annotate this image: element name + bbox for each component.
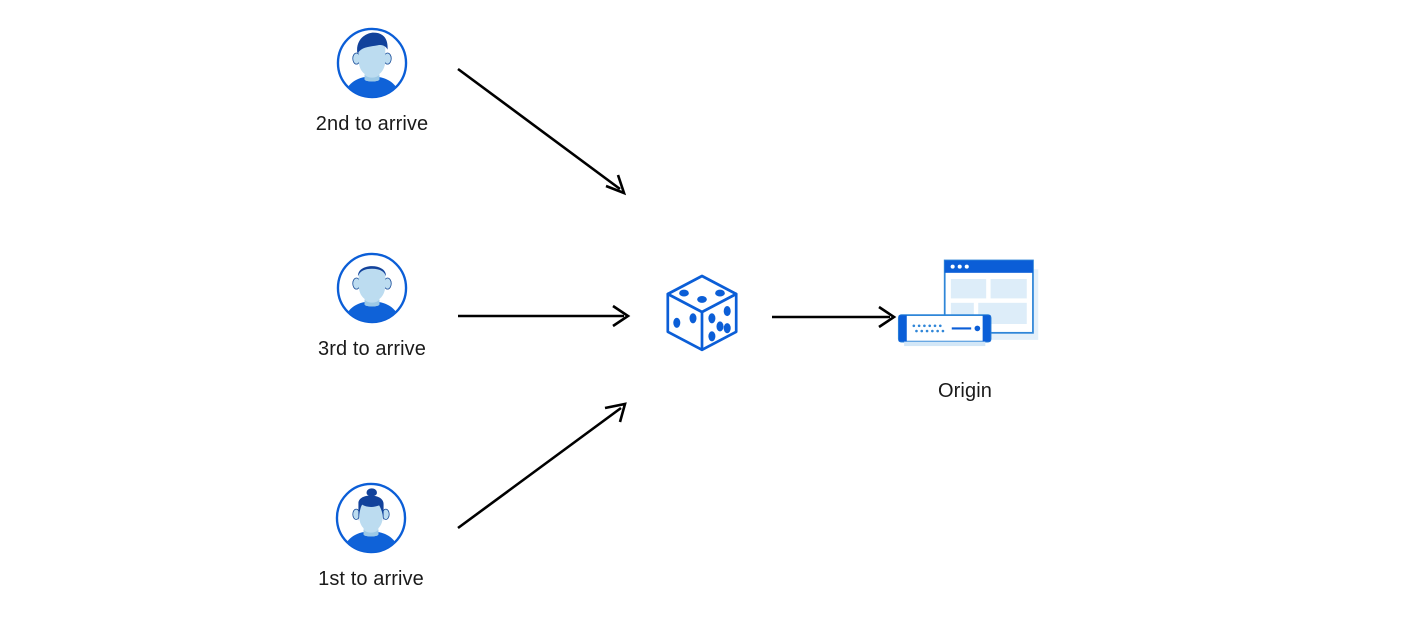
dice-face-right	[708, 306, 731, 342]
client-node-2nd[interactable]: 2nd to arrive	[292, 26, 452, 136]
client-label-3rd: 3rd to arrive	[317, 338, 426, 360]
client-node-1st[interactable]: 1st to arrive	[291, 481, 451, 591]
origin-node[interactable]: Origin	[865, 255, 1065, 403]
dice-face-left	[673, 313, 697, 328]
dice-icon	[666, 274, 738, 352]
arrow-client-1st-to-dice	[457, 402, 627, 530]
dice-node[interactable]	[657, 267, 747, 357]
client-label-1st: 1st to arrive	[318, 568, 424, 590]
client-node-3rd[interactable]: 3rd to arrive	[292, 251, 452, 361]
user-avatar-icon	[335, 482, 407, 554]
dice-face-top	[679, 289, 725, 303]
server-vents-icon	[912, 324, 945, 333]
arrow-client-2nd-to-dice	[457, 67, 627, 196]
user-avatar-icon	[336, 27, 408, 99]
window-dots-icon	[950, 264, 969, 269]
client-label-2nd: 2nd to arrive	[315, 113, 429, 135]
arrow-client-3rd-to-dice	[458, 304, 631, 328]
origin-server-icon	[897, 259, 1039, 347]
origin-label: Origin	[938, 380, 992, 402]
user-avatar-icon	[336, 252, 408, 324]
